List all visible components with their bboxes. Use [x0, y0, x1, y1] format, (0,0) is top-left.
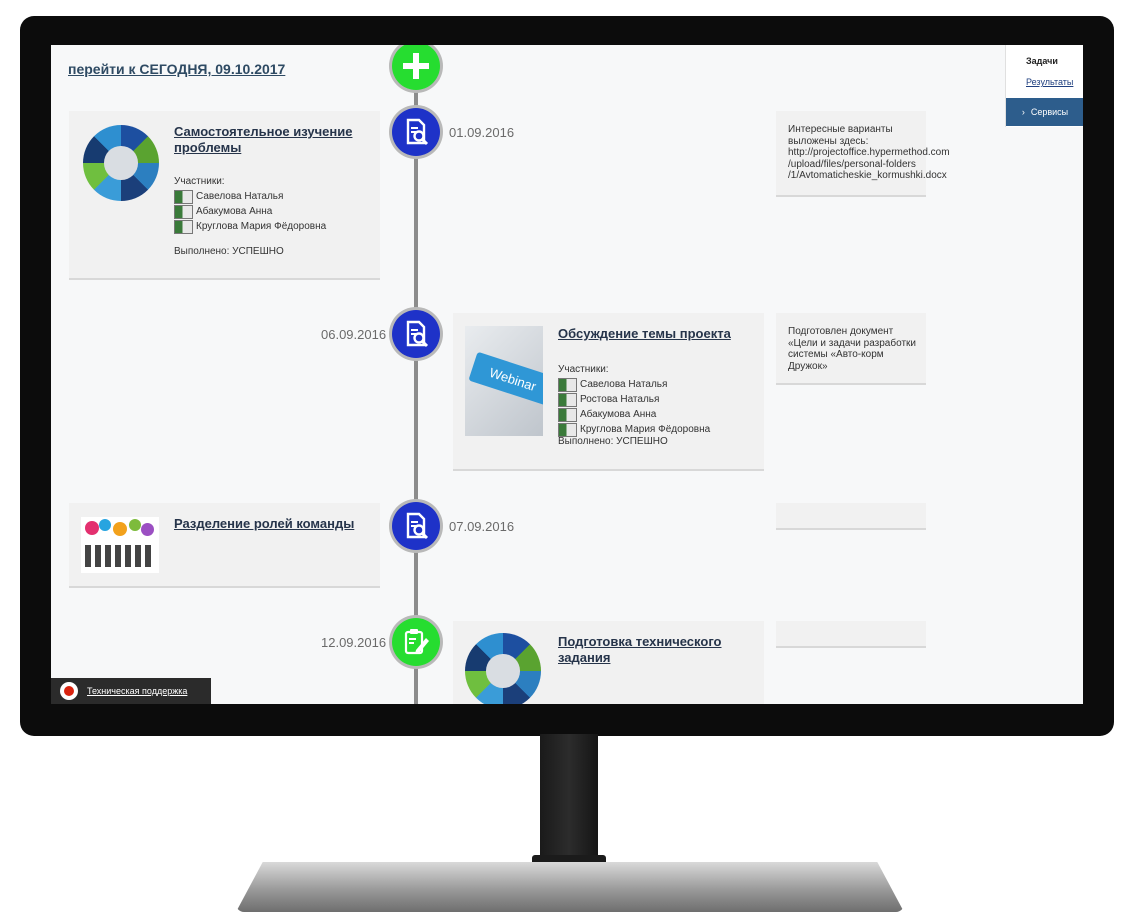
webinar-key-image: Webinar	[468, 351, 543, 407]
participant-name: Савелова Наталья	[580, 379, 668, 390]
participants-label: Участники:	[174, 176, 225, 187]
event-image	[81, 517, 159, 573]
contact-card-icon	[174, 189, 193, 204]
monitor-stand-base	[236, 862, 904, 912]
event-title-link[interactable]: Самостоятельное изучение проблемы	[174, 124, 353, 155]
chevron-right-icon: ›	[1021, 107, 1025, 117]
participants-label: Участники:	[558, 364, 609, 375]
contact-card-icon	[558, 407, 577, 422]
support-label: Техническая поддержка	[87, 686, 188, 696]
event-date: 01.09.2016	[449, 125, 515, 140]
event-node-1[interactable]	[392, 108, 440, 156]
menu-item-services-label: Сервисы	[1030, 107, 1069, 117]
contact-card-icon	[174, 204, 193, 219]
participant-name: Ростова Наталья	[580, 394, 660, 405]
event-note: Подготовлен документ «Цели и задачи разр…	[776, 313, 926, 385]
event-status: Выполнено: УСПЕШНО	[558, 436, 668, 447]
participant[interactable]: Ростова Наталья	[558, 392, 758, 407]
event-node-3[interactable]	[392, 502, 440, 550]
go-to-today-link[interactable]: перейти к СЕГОДНЯ, 09.10.2017	[68, 61, 286, 77]
event-image: Webinar	[465, 326, 543, 436]
event-note	[776, 503, 926, 530]
document-search-icon	[406, 512, 429, 540]
event-note	[776, 621, 926, 648]
support-widget[interactable]: Техническая поддержка	[51, 678, 211, 704]
plus-icon	[403, 53, 429, 79]
event-image	[83, 125, 159, 201]
event-date: 12.09.2016	[321, 635, 387, 650]
contact-card-icon	[558, 392, 577, 407]
clipboard-edit-icon	[404, 629, 429, 655]
note-text: Интересные варианты выложены здесь: http…	[788, 124, 950, 181]
contact-card-icon	[174, 219, 193, 234]
support-logo-icon	[60, 682, 78, 700]
document-search-icon	[406, 118, 429, 146]
event-title-link[interactable]: Обсуждение темы проекта	[558, 326, 731, 341]
participant-name: Круглова Мария Фёдоровна	[196, 221, 327, 232]
add-event-button[interactable]	[392, 45, 440, 90]
participant-name: Круглова Мария Фёдоровна	[580, 424, 711, 435]
menu-item-results[interactable]: Результаты	[1026, 77, 1074, 87]
event-card-1: Самостоятельное изучение проблемы Участн…	[69, 111, 380, 280]
event-title-link[interactable]: Подготовка технического задания	[558, 634, 722, 665]
event-card-2: Webinar Обсуждение темы проекта Участник…	[453, 313, 764, 471]
participant[interactable]: Савелова Наталья	[174, 189, 374, 204]
contact-card-icon	[558, 377, 577, 392]
document-search-icon	[406, 320, 429, 348]
participant-name: Абакумова Анна	[196, 206, 273, 217]
event-image	[465, 633, 541, 704]
event-node-4[interactable]	[392, 618, 440, 666]
participants-list: Участники: Савелова Наталья Ростова Ната…	[558, 362, 758, 437]
event-node-2[interactable]	[392, 310, 440, 358]
menu-item-tasks[interactable]: Задачи	[1026, 56, 1058, 66]
monitor-stand-joint	[532, 855, 606, 865]
event-title-link[interactable]: Разделение ролей команды	[174, 516, 355, 531]
event-date: 07.09.2016	[449, 519, 515, 534]
participant[interactable]: Абакумова Анна	[174, 204, 374, 219]
participants-list: Участники: Савелова Наталья Абакумова Ан…	[174, 174, 374, 234]
menu-item-services[interactable]: › Сервисы	[1006, 98, 1083, 126]
participant-name: Савелова Наталья	[196, 191, 284, 202]
monitor-stand-neck	[540, 734, 598, 862]
screen: перейти к СЕГОДНЯ, 09.10.2017 01.09.2016…	[51, 45, 1083, 704]
participant[interactable]: Круглова Мария Фёдоровна	[558, 422, 758, 437]
participant[interactable]: Круглова Мария Фёдоровна	[174, 219, 374, 234]
participant[interactable]: Абакумова Анна	[558, 407, 758, 422]
side-menu: Задачи Результаты › Сервисы	[1005, 45, 1083, 127]
contact-card-icon	[558, 422, 577, 437]
participant[interactable]: Савелова Наталья	[558, 377, 758, 392]
event-note: Интересные варианты выложены здесь: http…	[776, 111, 950, 197]
participant-name: Абакумова Анна	[580, 409, 657, 420]
timeline-line	[414, 75, 418, 704]
event-date: 06.09.2016	[321, 327, 387, 342]
event-card-3: Разделение ролей команды	[69, 503, 380, 588]
event-card-4: Подготовка технического задания	[453, 621, 764, 704]
note-text: Подготовлен документ «Цели и задачи разр…	[788, 326, 916, 372]
event-status: Выполнено: УСПЕШНО	[174, 246, 284, 257]
